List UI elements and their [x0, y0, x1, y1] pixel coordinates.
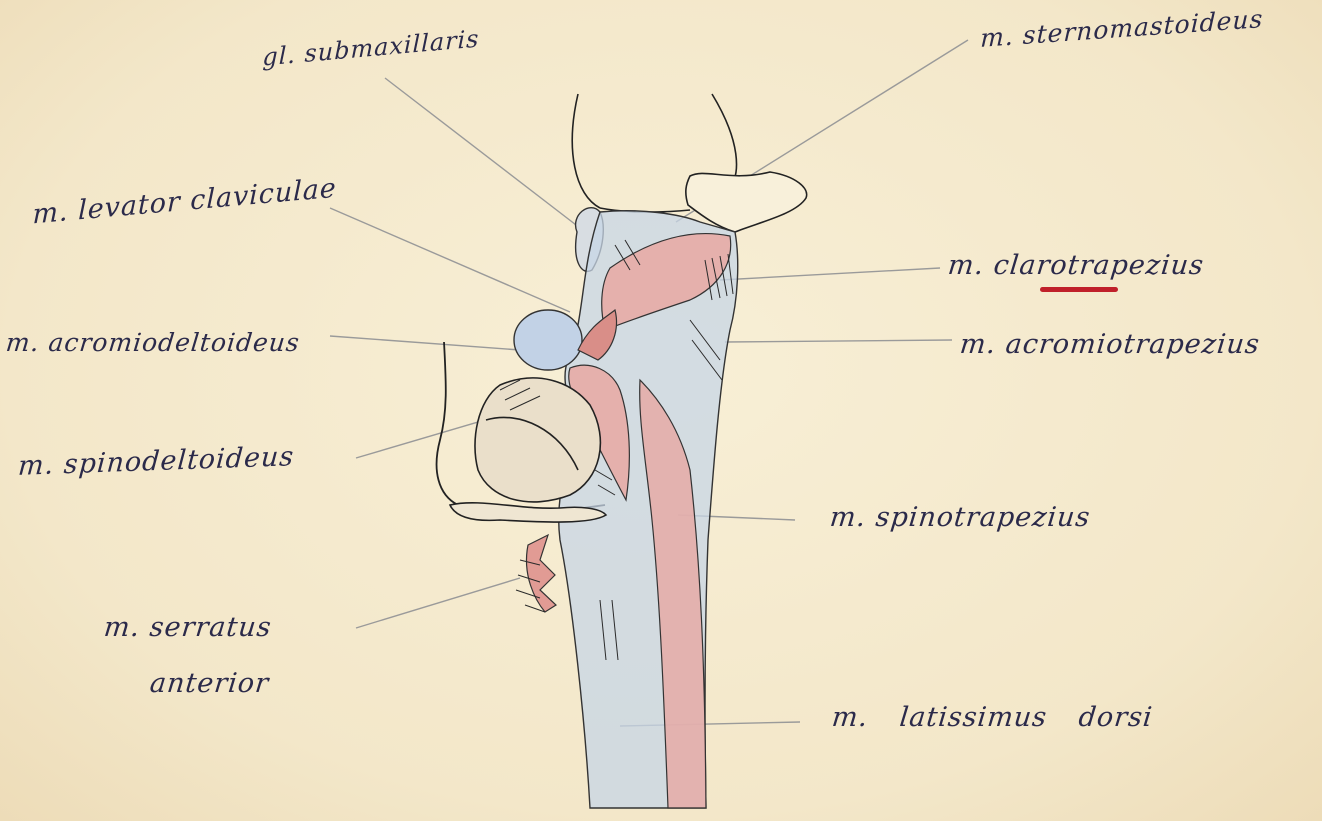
label-spinotrapezius: m. spinotrapezius: [828, 502, 1092, 533]
leader-levator-claviculae: [330, 208, 570, 312]
label-acromiodeltoideus: m. acromiodeltoideus: [4, 328, 301, 357]
red-underline: [1040, 287, 1118, 292]
label-serratus: m. serratus: [102, 612, 273, 643]
label-anterior: anterior: [148, 668, 270, 699]
label-latissimus-dorsi: m. latissimus dorsi: [830, 702, 1154, 733]
leader-clarotrapezius: [720, 268, 940, 280]
leader-acromiotrapezius: [725, 340, 952, 342]
leader-acromiodeltoideus: [330, 336, 520, 350]
leader-serratus: [356, 578, 520, 628]
label-clarotrapezius: m. clarotrapezius: [946, 250, 1205, 281]
label-acromiotrapezius: m. acromiotrapezius: [958, 329, 1261, 360]
leader-gl-submaxillaris: [385, 78, 580, 228]
